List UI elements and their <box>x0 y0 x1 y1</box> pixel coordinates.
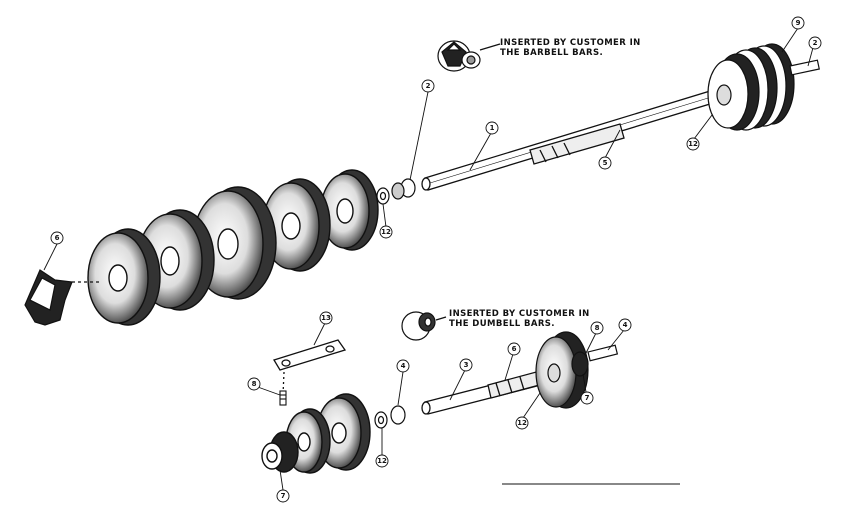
callout-6-left: 6 <box>55 234 60 242</box>
callouts <box>43 16 822 503</box>
dumbell-insert-note: INSERTED BY CUSTOMER IN THE DUMBELL BARS… <box>449 309 590 329</box>
callout-12-barbell-right: 12 <box>688 140 698 148</box>
dumbell-loose-plates <box>261 393 371 474</box>
barbell-note-line-2: THE BARBELL BARS. <box>500 48 604 58</box>
callout-6-dumbell: 6 <box>512 345 517 353</box>
spanner-handle <box>273 339 347 396</box>
callout-3: 3 <box>464 361 469 369</box>
star-nut <box>24 269 100 326</box>
dumbell-note-line-1: INSERTED BY CUSTOMER IN <box>449 309 590 319</box>
callout-12-barbell-left: 12 <box>381 228 391 236</box>
callout-12-dumbell-left: 12 <box>377 457 387 465</box>
callout-2-top: 2 <box>813 39 818 47</box>
callout-5: 5 <box>603 159 608 167</box>
callout-8-right: 8 <box>595 324 600 332</box>
callout-9: 9 <box>796 19 801 27</box>
callout-13: 13 <box>321 314 331 322</box>
barbell-collars <box>376 178 416 205</box>
dumbell-note-line-2: THE DUMBELL BARS. <box>449 319 555 329</box>
dumbell-knob <box>401 311 447 341</box>
barbell-right-plates <box>707 43 820 131</box>
callout-1: 1 <box>490 124 495 132</box>
barbell-knob <box>437 40 501 72</box>
dumbell-right-plates <box>535 331 619 409</box>
barbell-insert-note: INSERTED BY CUSTOMER IN THE BARBELL BARS… <box>500 38 641 58</box>
screw <box>279 390 287 406</box>
callout-4-right: 4 <box>623 321 628 329</box>
callout-numbers: 9 2 2 1 5 12 12 6 13 4 3 6 8 4 7 12 12 8… <box>55 19 818 500</box>
dumbell-collars <box>374 405 406 429</box>
callout-2-left: 2 <box>426 82 431 90</box>
callout-7-left: 7 <box>281 492 286 500</box>
barbell-loose-plates <box>87 169 379 326</box>
callout-8-left: 8 <box>252 380 257 388</box>
barbell-note-line-1: INSERTED BY CUSTOMER IN <box>500 38 641 48</box>
callout-4-dumbell: 4 <box>401 362 406 370</box>
callout-12-dumbell-right: 12 <box>517 419 527 427</box>
callout-7-right: 7 <box>585 394 590 402</box>
barbell-bar <box>421 87 724 191</box>
